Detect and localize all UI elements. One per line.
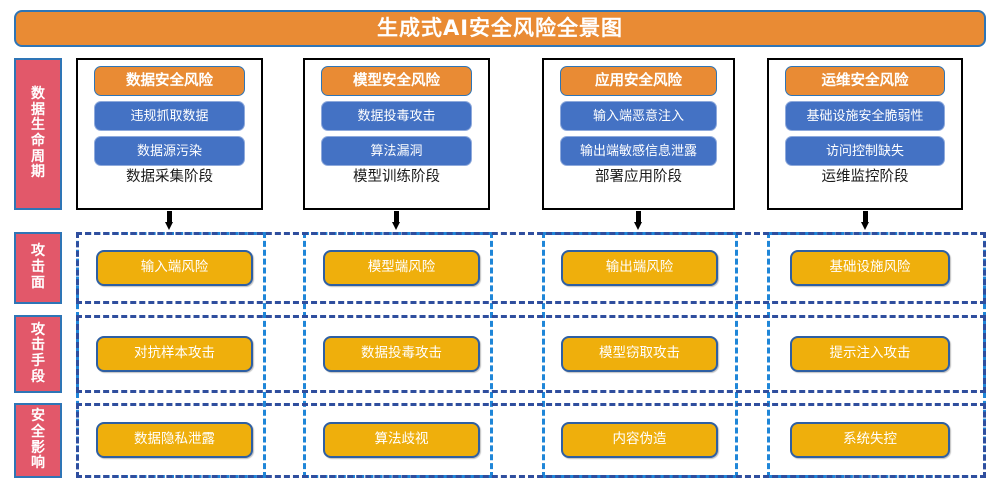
attack-method-chip-adversarial[interactable]: 对抗样本攻击	[96, 336, 253, 372]
band-label-text: 安全影响	[31, 408, 45, 472]
stage-card-data-collection[interactable]: 数据安全风险 违规抓取数据 数据源污染 数据采集阶段	[76, 58, 263, 210]
stage-risk-item: 数据投毒攻击	[321, 101, 472, 131]
stage-risk-item: 输入端恶意注入	[560, 101, 717, 131]
band-label-security-impact: 安全影响	[14, 403, 62, 478]
security-impact-chip-system-loss-of-control[interactable]: 系统失控	[790, 422, 950, 458]
stage-risk-item: 违规抓取数据	[94, 101, 245, 131]
stage-risk-item: 基础设施安全脆弱性	[785, 101, 945, 131]
stage-head-chip: 模型安全风险	[321, 66, 472, 96]
stage-card-model-training[interactable]: 模型安全风险 数据投毒攻击 算法漏洞 模型训练阶段	[303, 58, 490, 210]
row-group-attack-surface	[76, 232, 986, 304]
row-group-security-impact	[76, 403, 986, 478]
stage-card-deployment[interactable]: 应用安全风险 输入端恶意注入 输出端敏感信息泄露 部署应用阶段	[542, 58, 735, 210]
stage-risk-item: 算法漏洞	[321, 136, 472, 166]
stage-card-operations[interactable]: 运维安全风险 基础设施安全脆弱性 访问控制缺失 运维监控阶段	[767, 58, 963, 210]
security-impact-chip-privacy-leak[interactable]: 数据隐私泄露	[96, 422, 253, 458]
band-label-attack-method: 攻击手段	[14, 315, 62, 393]
attack-method-chip-prompt-injection[interactable]: 提示注入攻击	[790, 336, 950, 372]
page-title: 生成式AI安全风险全景图	[376, 16, 624, 40]
band-label-text: 数据生命周期	[31, 85, 45, 181]
band-label-attack-surface: 攻击面	[14, 232, 62, 304]
attack-surface-chip-model[interactable]: 模型端风险	[323, 250, 480, 286]
row-group-attack-method	[76, 315, 986, 393]
band-label-text: 攻击面	[31, 243, 45, 291]
stage-head-chip: 运维安全风险	[785, 66, 945, 96]
stage-risk-item: 访问控制缺失	[785, 136, 945, 166]
attack-method-chip-model-theft[interactable]: 模型窃取攻击	[561, 336, 718, 372]
stage-caption: 数据采集阶段	[126, 169, 213, 185]
attack-method-chip-poisoning[interactable]: 数据投毒攻击	[323, 336, 480, 372]
stage-caption: 部署应用阶段	[595, 169, 682, 185]
stage-head-chip: 应用安全风险	[560, 66, 717, 96]
band-label-data-lifecycle: 数据生命周期	[14, 58, 62, 210]
band-label-text: 攻击手段	[31, 321, 45, 385]
stage-caption: 模型训练阶段	[353, 169, 440, 185]
stage-risk-item: 输出端敏感信息泄露	[560, 136, 717, 166]
attack-surface-chip-input[interactable]: 输入端风险	[96, 250, 253, 286]
security-impact-chip-algorithm-bias[interactable]: 算法歧视	[323, 422, 480, 458]
attack-surface-chip-infrastructure[interactable]: 基础设施风险	[790, 250, 950, 286]
stage-risk-item: 数据源污染	[94, 136, 245, 166]
stage-caption: 运维监控阶段	[821, 169, 909, 185]
attack-surface-chip-output[interactable]: 输出端风险	[561, 250, 718, 286]
diagram-title-bar: 生成式AI安全风险全景图	[14, 10, 986, 47]
stage-head-chip: 数据安全风险	[94, 66, 245, 96]
security-impact-chip-content-forgery[interactable]: 内容伪造	[561, 422, 718, 458]
